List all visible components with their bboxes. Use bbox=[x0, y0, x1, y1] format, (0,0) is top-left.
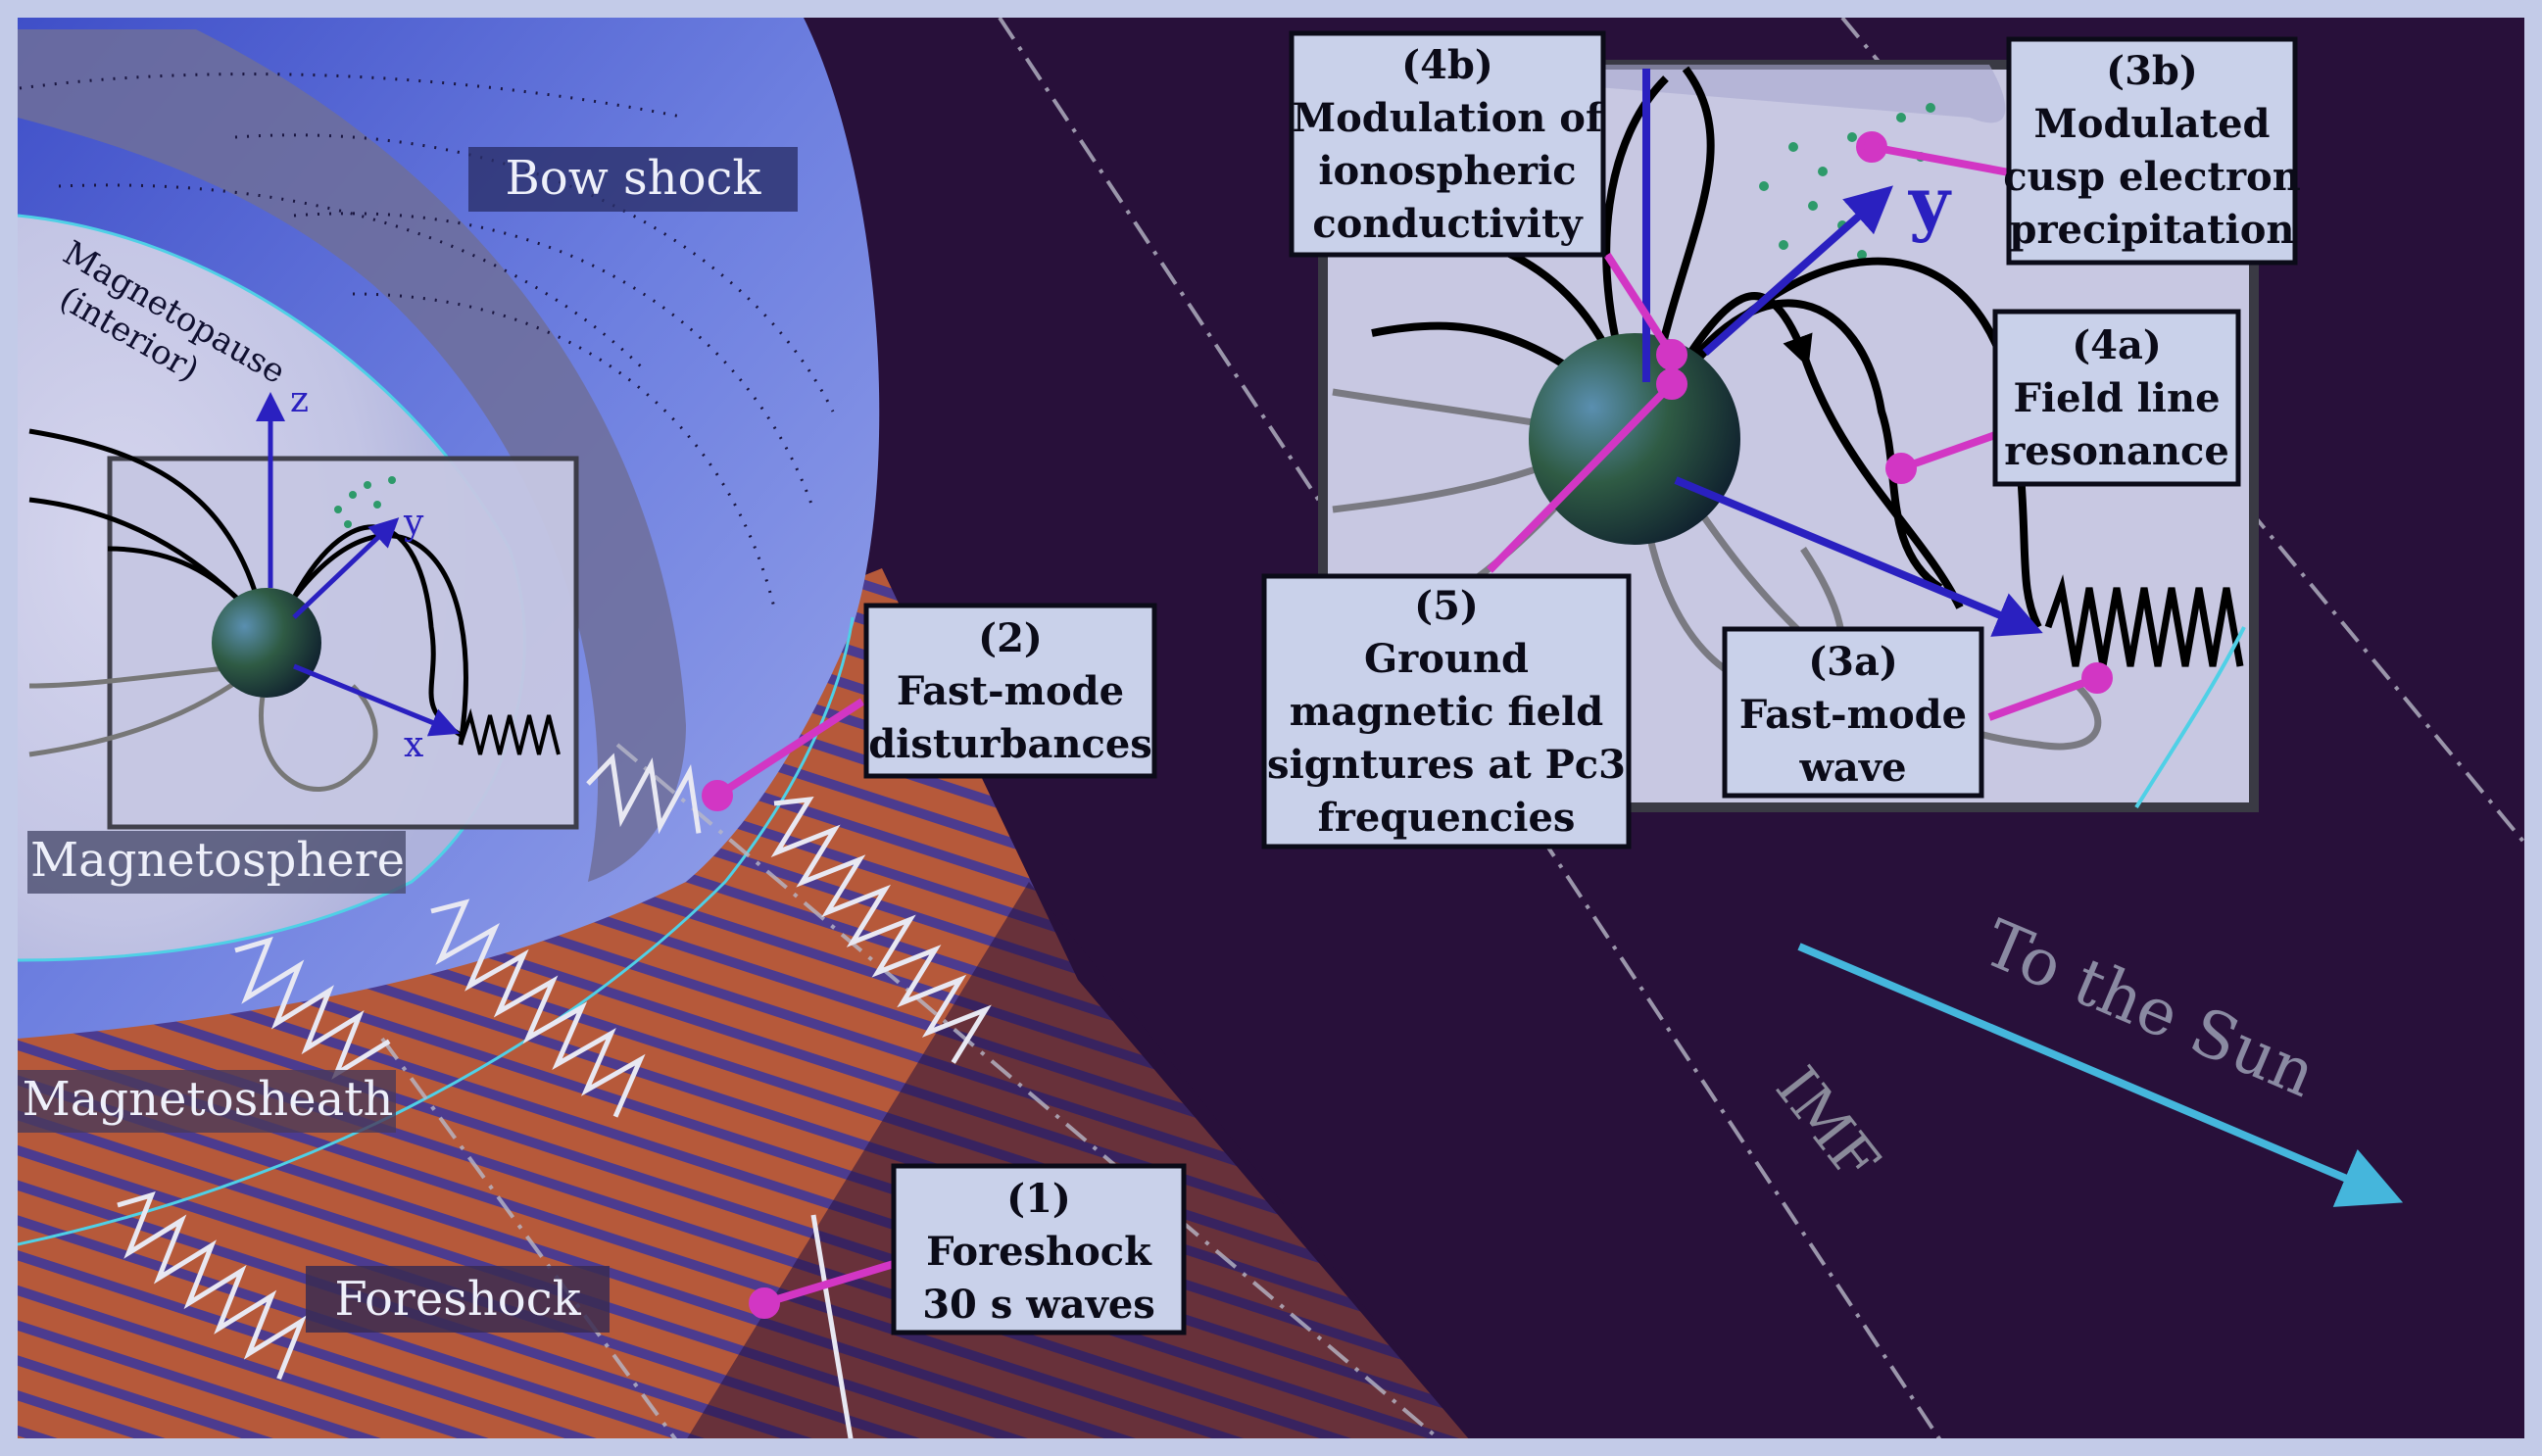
magnetosphere-label: Magnetosphere bbox=[30, 833, 405, 888]
callout-2-line-2: Fast-mode bbox=[897, 668, 1124, 714]
callout-3b-line-4: precipitation bbox=[2009, 207, 2294, 253]
callout-3b-line-3: cusp electron bbox=[2003, 154, 2301, 200]
callout-2-line-1: (2) bbox=[978, 615, 1043, 661]
foreshock-label-bg bbox=[306, 1266, 610, 1333]
right-fast-mode-wave bbox=[2044, 574, 2244, 667]
callout-4b-line-3: ionospheric bbox=[1318, 148, 1576, 194]
callout-4a-line-2: Field line bbox=[2013, 375, 2220, 421]
callout-boxes: (1) Foreshock 30 s waves (2) Fast-mode d… bbox=[863, 30, 2301, 1335]
callout-5-line-1: (5) bbox=[1414, 583, 1479, 629]
bow-shock-label: Bow shock bbox=[506, 151, 762, 206]
callout-4b-line-2: Modulation of bbox=[1293, 95, 1605, 141]
callout-1: (1) Foreshock 30 s waves bbox=[891, 1163, 1187, 1335]
callout-4b-line-1: (4b) bbox=[1401, 42, 1493, 88]
right-axes bbox=[1642, 69, 2043, 637]
callout-4a-line-3: resonance bbox=[2004, 428, 2229, 474]
callout-4b: (4b) Modulation of ionospheric conductiv… bbox=[1289, 30, 1606, 258]
callout-3b-line-2: Modulated bbox=[2033, 101, 2270, 147]
callout-5-line-5: frequencies bbox=[1318, 795, 1576, 841]
callout-3a-line-1: (3a) bbox=[1808, 639, 1898, 685]
magnetosphere-label-bg bbox=[27, 831, 406, 894]
left-axis-x-label: x bbox=[404, 725, 423, 765]
callout-3a-line-3: wave bbox=[1798, 745, 1906, 791]
left-cusp-dots bbox=[334, 476, 396, 528]
right-axis-y-label: y bbox=[1908, 161, 1952, 244]
callout-4a-line-1: (4a) bbox=[2072, 322, 2162, 368]
callout-5-line-4: signtures at Pc3 bbox=[1267, 742, 1626, 788]
callout-1-line-2: Foreshock bbox=[926, 1229, 1152, 1275]
left-inset-box bbox=[107, 456, 579, 830]
right-earth-sphere bbox=[1529, 333, 1740, 545]
callout-2-line-3: disturbances bbox=[868, 721, 1152, 767]
left-field-lines-grey bbox=[28, 663, 378, 792]
left-axis-y-label: y bbox=[403, 503, 424, 543]
left-fast-mode-wave bbox=[459, 707, 561, 755]
left-axes bbox=[256, 392, 461, 737]
callout-5-line-3: magnetic field bbox=[1290, 689, 1603, 735]
callout-3b: (3b) Modulated cusp electron precipitati… bbox=[2003, 36, 2301, 266]
foreshock-fade bbox=[687, 882, 1469, 1438]
magnetosheath-label: Magnetosheath bbox=[23, 1072, 394, 1127]
callout-5: (5) Ground magnetic field signtures at P… bbox=[1261, 573, 1632, 849]
sun-direction-arrow bbox=[1797, 943, 2404, 1207]
callout-4b-line-4: conductivity bbox=[1312, 201, 1584, 247]
callout-2: (2) Fast-mode disturbances bbox=[863, 603, 1157, 779]
callout-3b-line-1: (3b) bbox=[2106, 48, 2198, 94]
callout-3a-line-2: Fast-mode bbox=[1739, 692, 1967, 738]
right-inset-cusp-region bbox=[1323, 65, 2006, 123]
callout-5-line-2: Ground bbox=[1364, 636, 1529, 682]
callout-pointers bbox=[702, 131, 2113, 1319]
bow-shock-line bbox=[18, 616, 855, 1246]
magnetosheath-label-bg bbox=[18, 1070, 396, 1133]
callout-1-line-1: (1) bbox=[1006, 1176, 1071, 1222]
foreshock-wave-trains bbox=[117, 752, 992, 1438]
callout-1-line-3: 30 s waves bbox=[922, 1282, 1155, 1328]
callout-3a: (3a) Fast-mode wave bbox=[1722, 626, 1984, 799]
bow-shock-label-bg bbox=[468, 147, 798, 212]
callout-4a: (4a) Field line resonance bbox=[1992, 309, 2241, 487]
left-axis-z-label: z bbox=[290, 380, 309, 420]
foreshock-label: Foreshock bbox=[334, 1272, 581, 1327]
right-magnetopause-line bbox=[2134, 626, 2246, 809]
